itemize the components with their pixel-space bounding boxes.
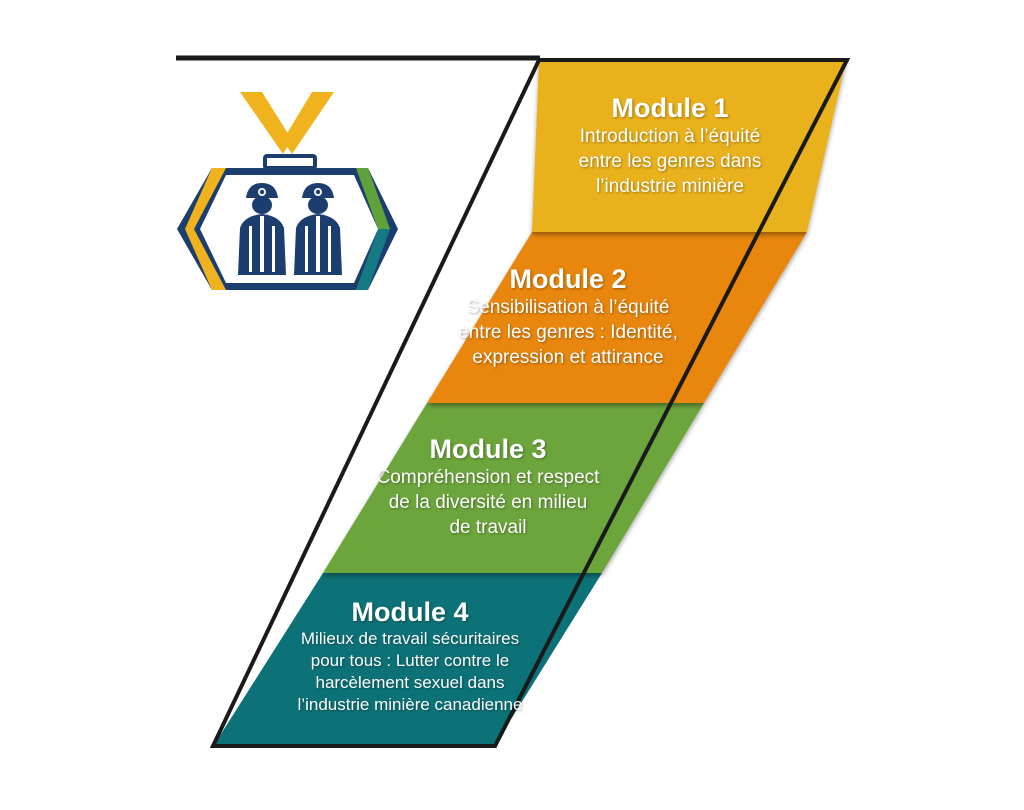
module-2-desc-line: entre les genres : Identité, — [458, 322, 678, 343]
module-2-title: Module 2 — [509, 264, 627, 294]
module-1-title: Module 1 — [611, 93, 729, 123]
module-2-band — [427, 232, 807, 403]
miner-left-head — [252, 196, 272, 214]
module-4-desc-line: Milieux de travail sécuritaires — [300, 629, 520, 648]
ribbon-left — [240, 92, 292, 154]
module-1-description: Introduction à l’équité entre les genres… — [520, 124, 820, 199]
module-3-desc-line: de la diversité en milieu — [388, 492, 588, 513]
miner-right-head — [308, 196, 328, 214]
module-3-band — [323, 403, 704, 573]
module-4-desc-line: harcèlement sexuel dans — [315, 673, 505, 692]
module-4-description: Milieux de travail sécuritaires pour tou… — [270, 628, 550, 716]
medal-bail — [263, 154, 317, 170]
module-2-desc-line: Sensibilisation à l’équité — [466, 297, 670, 318]
two-miners-medal-icon — [177, 92, 398, 290]
module-3-desc-line: de travail — [449, 517, 527, 538]
miner-left-icon — [238, 183, 286, 275]
module-4-desc-line: pour tous : Lutter contre le — [310, 651, 510, 670]
module-2-description: Sensibilisation à l’équité entre les gen… — [418, 295, 718, 370]
module-2-desc-line: expression et attirance — [472, 347, 664, 368]
module-4-band — [214, 573, 602, 745]
medal-inner — [200, 175, 378, 283]
medal-right-green — [356, 168, 390, 229]
medal-right-teal — [356, 229, 390, 290]
miner-right-icon — [294, 183, 342, 275]
module-1-desc-line: Introduction à l’équité — [579, 126, 761, 147]
module-4-desc-line: l’industrie minière canadienne — [297, 695, 523, 714]
module-3-description: Compréhension et respect de la diversité… — [338, 465, 638, 540]
medal-left-gold — [185, 168, 226, 290]
module-3-title: Module 3 — [429, 434, 547, 464]
module-1-band — [532, 61, 846, 232]
module-4-title: Module 4 — [351, 597, 469, 627]
module-3-desc-line: Compréhension et respect — [376, 467, 600, 488]
module-1-desc-line: l’industrie minière — [596, 176, 744, 197]
diagram-outline — [209, 58, 851, 748]
module-1-desc-line: entre les genres dans — [578, 151, 762, 172]
ribbon-right — [283, 92, 334, 154]
